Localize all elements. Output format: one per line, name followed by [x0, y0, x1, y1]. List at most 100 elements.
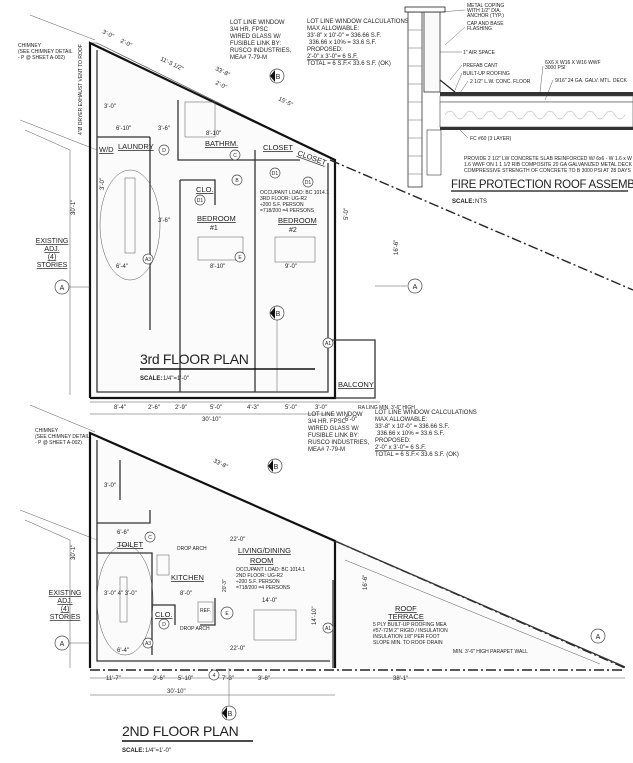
- lot-line-calculations: LOT LINE WINDOW CALCULATIONS MAX ALLOWAB…: [375, 410, 477, 458]
- lot-line: [329, 159, 633, 291]
- room-label-balcony: BALCONY: [338, 380, 374, 389]
- calc-line: PROPOSED:: [307, 47, 343, 53]
- exterior-wall: [88, 431, 337, 668]
- dimension: 5'-0": [344, 208, 350, 220]
- dimension: 8'-4": [114, 405, 126, 411]
- concrete-floor: [440, 92, 633, 96]
- tag-label: B: [235, 178, 239, 184]
- dimension: 22'-0": [230, 646, 245, 652]
- dimension: 2'-6": [148, 405, 160, 411]
- room-label-roof-terrace: TERRACE: [388, 612, 424, 621]
- grid-bubble-a: A: [590, 628, 606, 644]
- detail-callouts: METAL COPING WITH 1/2" DIA. ANCHOR (TYP.…: [439, 3, 627, 142]
- note-line: #57-72M 2" RIGID / INSULATION: [373, 628, 448, 634]
- dimension: 2'-0": [119, 38, 132, 49]
- parapet-wall: [334, 540, 626, 668]
- room-number: #2: [289, 227, 297, 234]
- dimension: 3'-6": [158, 218, 170, 224]
- fire-rated-ceiling: [440, 127, 633, 130]
- plan-title: 3rd FLOOR PLAN: [140, 351, 249, 367]
- grid-bubble-a: A: [54, 635, 90, 651]
- note-line: FUSIBLE LINK BY:: [308, 433, 359, 439]
- callout: 1" AIR SPACE: [463, 50, 496, 56]
- insulation: [439, 101, 633, 128]
- room-label-living-dining: ROOM: [250, 556, 273, 565]
- brick-coursing: [408, 29, 422, 175]
- chimney-note: - P @ SHEET A-002): [18, 55, 65, 61]
- drop-arch-label: DROP ARCH: [177, 546, 207, 552]
- room-label-laundry: LAUNDRY: [118, 142, 154, 151]
- room-number: #1: [210, 225, 218, 232]
- tag-label: A1: [325, 341, 331, 347]
- note-line: COMPRESSIVE STRENGTH OF CONCRETE TO B 30…: [464, 168, 631, 174]
- grid-label: A: [596, 634, 601, 641]
- grid-label: A: [413, 284, 418, 291]
- room-label-bedroom-1: BEDROOM: [197, 214, 236, 223]
- label-line: ADJ.: [57, 598, 72, 605]
- chimney-note: CHIMNEY: [18, 43, 42, 49]
- interior-wall-line: [96, 50, 329, 393]
- stair: [124, 177, 136, 254]
- grid-label: B: [276, 311, 281, 318]
- note-line: 1.6 WWF ON 1 1 1/2 RIB COMPOSITE 20 GA G…: [464, 162, 633, 168]
- dimension: 16'-6": [363, 575, 369, 590]
- tag-label: C: [233, 153, 237, 159]
- adjacent-building-outline: [24, 519, 71, 668]
- note-line: 3/4 HR. FPSC: [308, 419, 347, 425]
- dimension: 7'-3": [222, 676, 234, 682]
- balcony-outline: [328, 339, 376, 399]
- plan-title: 2ND FLOOR PLAN: [122, 723, 238, 739]
- calc-line: 336.66 x 10% = 33.6 S.F.: [377, 431, 445, 437]
- block-wall: [423, 11, 441, 93]
- dimension: 30'-1": [71, 200, 77, 215]
- note-line: =718/200 =4 PERSONS: [260, 208, 315, 214]
- callout: 3000 PSI: [545, 65, 566, 71]
- callout: ANCHOR (TYP.): [467, 13, 504, 19]
- room-label-clo: CLO.: [155, 610, 173, 619]
- room-label-living-dining: LIVING/DINING: [238, 546, 291, 555]
- label-line: EXISTING: [36, 238, 69, 245]
- dimension: 14'-10": [312, 606, 318, 625]
- dimension: 8'-0": [180, 591, 192, 597]
- dimension: 4'-3": [247, 405, 259, 411]
- brick-wall: [407, 11, 423, 188]
- grid-label: A: [60, 641, 65, 648]
- detail-note: PROVIDE 2 1/2" LW CONCRETE SLAB REINFORC…: [464, 156, 633, 174]
- existing-adjacent-label: EXISTING ADJ. (4) STORIES: [36, 238, 69, 269]
- calc-line: MAX ALLOWABLE:: [307, 26, 359, 32]
- occupant-load-note: OCCUPANT LOAD: BC 1014.1 3RD FLOOR: UG-R…: [260, 190, 329, 214]
- note-line: MEA# 7-79-M: [308, 447, 345, 453]
- note-line: 2ND FLOOR: UG-R2: [236, 573, 283, 579]
- metal-deck: [439, 95, 633, 103]
- note-line: ÷200 S.F. PERSON: [260, 202, 304, 208]
- dimension: 33'-8": [212, 458, 228, 470]
- note-line: WIRED GLASS W/: [308, 426, 359, 432]
- note-line: FUSIBLE LINK BY:: [230, 41, 281, 47]
- exterior-wall: [88, 41, 337, 400]
- scale-value: 1/4"=1'-0": [163, 376, 189, 382]
- dimension: 15'-5": [277, 96, 293, 108]
- note-line: =718/200 =4 PERSONS: [236, 585, 291, 591]
- terrace-notes: 5 PLY BUILT-UP ROOFING MEA #57-72M 2" RI…: [373, 622, 448, 646]
- dimension: 6'-10": [116, 126, 131, 132]
- tag-label: E: [225, 611, 229, 617]
- calc-line: 33'-8" x 10'-0" = 336.66 S.F.: [375, 424, 449, 430]
- calc-line: TOTAL = 6 S.F.< 33.6 S.F. (OK): [307, 61, 391, 67]
- dimension: 5'-0": [285, 405, 297, 411]
- dimension: 2'-6": [153, 676, 165, 682]
- fire-protection-roof-assembly-detail: METAL COPING WITH 1/2" DIA. ANCHOR (TYP.…: [404, 3, 633, 205]
- callout: FLASHING: [467, 26, 492, 32]
- grid-label: B: [274, 464, 279, 471]
- label-line: (4): [48, 254, 57, 261]
- chimney-note: - P @ SHEET A-002): [35, 440, 82, 446]
- grid-bubble-b: B: [269, 68, 285, 84]
- note-line: LOT LINE WINDOW: [230, 20, 285, 26]
- label-line: ADJ.: [44, 246, 59, 253]
- dimension: 3'-0": [315, 405, 327, 411]
- occupant-load-note: OCCUPANT LOAD: BC 1014.1 2ND FLOOR: UG-R…: [236, 567, 305, 591]
- wall: [97, 510, 151, 524]
- dimension: 3'-0": [101, 29, 114, 40]
- dimension: 3'-0": [100, 178, 106, 190]
- note-line: OCCUPANT LOAD: BC 1014.1: [260, 190, 329, 196]
- label-line: STORIES: [37, 262, 68, 269]
